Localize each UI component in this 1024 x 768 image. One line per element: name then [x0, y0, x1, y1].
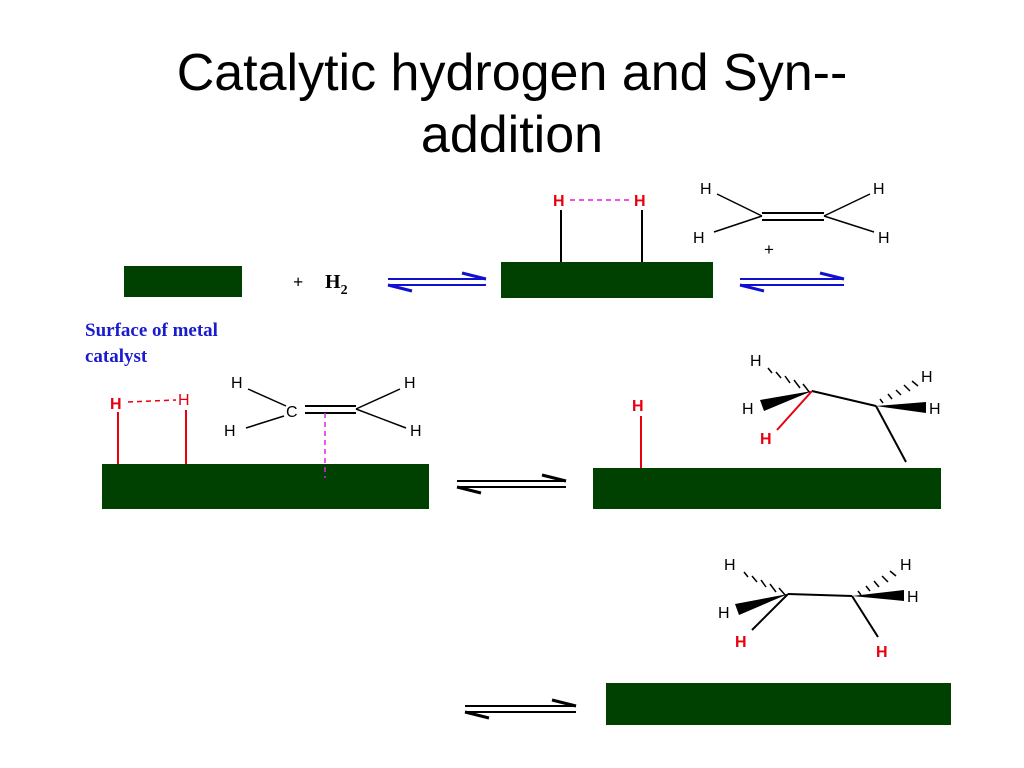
carbon-atom: C — [286, 404, 298, 421]
hydrogen-atom-red: H — [110, 396, 122, 413]
equilibrium-arrow-icon — [464, 698, 577, 720]
hydrogen-atom: H — [693, 230, 705, 247]
hydrogen-atom: H — [224, 423, 236, 440]
hydrogen-atom: H — [410, 423, 422, 440]
hydrogen-atom: H — [921, 369, 933, 386]
hydrogen-atom: H — [231, 375, 243, 392]
hydrogen-atom-red: H — [634, 193, 646, 210]
title-line-1: Catalytic hydrogen and Syn-- — [176, 44, 848, 102]
hydrogen-atom: H — [404, 375, 416, 392]
caption-line-2: catalyst — [85, 346, 148, 367]
metal-surface-adsorbed — [102, 464, 429, 509]
surface-caption: Surface of metal catalyst — [85, 318, 218, 370]
equilibrium-arrow-icon — [387, 271, 487, 293]
metal-surface-half-hydrogenated — [593, 468, 941, 509]
hydrogen-atom-red: H — [632, 398, 644, 415]
hydrogen-atom-red: H — [876, 644, 888, 661]
h2-base: H — [325, 271, 341, 293]
hydrogen-atom: H — [750, 353, 762, 370]
hydrogen-atom: H — [900, 557, 912, 574]
plus-sign-row1: + — [293, 272, 303, 292]
title-line-2: addition — [420, 106, 604, 164]
hydrogen-atom: H — [878, 230, 890, 247]
caption-line-1: Surface of metal — [85, 320, 218, 341]
ethylene-molecule: H H H H — [693, 181, 890, 247]
h2-symbol: H2 — [325, 271, 348, 298]
hydrogen-atom-red: H — [178, 392, 190, 409]
metal-surface-clean — [606, 683, 951, 725]
ethyl-intermediate: H H H H H — [742, 353, 941, 463]
hydrogen-atom: H — [718, 605, 730, 622]
hydrogen-atom-red: H — [735, 634, 747, 651]
plus-sign-ethylene: + — [764, 240, 774, 259]
equilibrium-arrow-icon — [739, 271, 845, 293]
hydrogen-atom: H — [700, 181, 712, 198]
ethane-molecule: H H H H H H — [718, 557, 919, 661]
metal-surface-plain — [124, 266, 242, 297]
hydrogen-atom: H — [724, 557, 736, 574]
metal-surface-with-h2 — [501, 262, 713, 298]
hydrogen-atom-red: H — [553, 193, 565, 210]
slide-title: Catalytic hydrogen and Syn-- addition — [0, 42, 1024, 166]
hydrogen-atom: H — [929, 401, 941, 418]
h-h-dashed-bond — [127, 399, 177, 403]
ethylene-adsorbed: C H H H H — [224, 375, 422, 440]
hydrogen-atom: H — [873, 181, 885, 198]
h2-subscript: 2 — [341, 283, 348, 298]
equilibrium-arrow-icon — [456, 473, 567, 495]
hydrogen-atom: H — [907, 589, 919, 606]
hydrogen-atom: H — [742, 401, 754, 418]
hydrogen-atom-red: H — [760, 431, 772, 448]
